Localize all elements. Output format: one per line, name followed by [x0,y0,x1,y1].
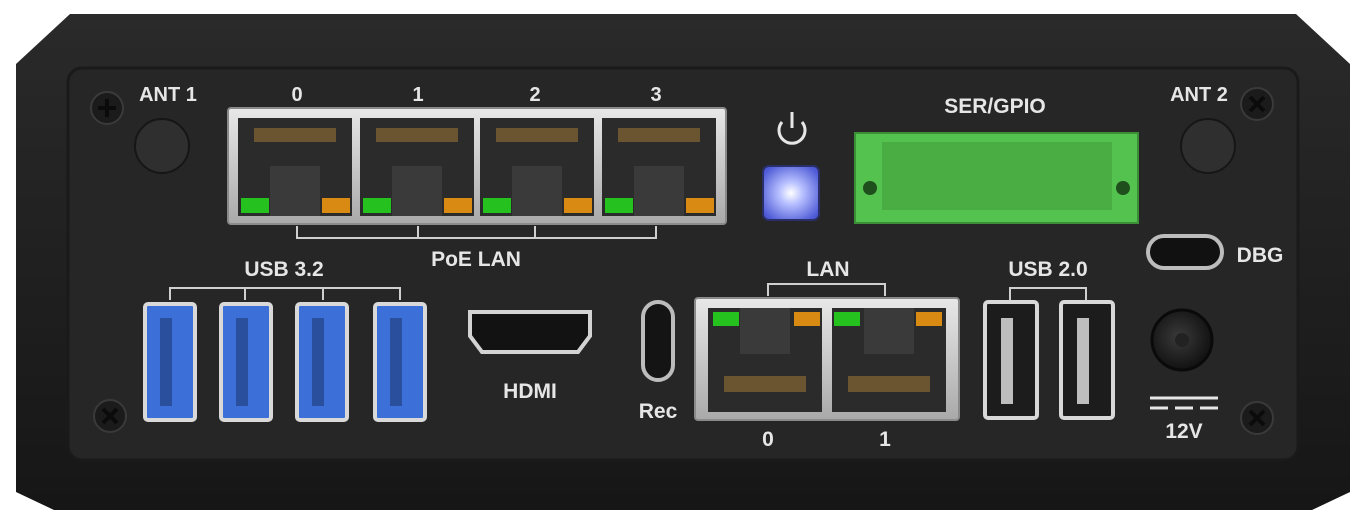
poe-lan-port-3[interactable] [602,118,716,216]
activity-led [564,198,592,213]
ant2-label: ANT 2 [1170,84,1228,106]
usb32-port[interactable] [219,302,273,422]
poe-lan-label: PoE LAN [431,248,521,271]
usb32-port[interactable] [295,302,349,422]
lan-port-1[interactable] [832,308,946,412]
usb20-label: USB 2.0 [1008,258,1087,281]
poe-lan-bracket [296,226,657,239]
activity-led [916,312,942,326]
ser-gpio-terminal-block[interactable] [854,132,1139,224]
ant1-label: ANT 1 [139,84,197,106]
lan-label: LAN [806,258,849,281]
link-led [363,198,391,213]
hdmi-port[interactable] [468,310,592,354]
screw-icon [93,399,127,433]
poe-lan-port-0[interactable] [238,118,352,216]
link-led [713,312,739,326]
poe-port-number: 0 [291,84,302,106]
usb20-port[interactable] [983,300,1039,420]
hdmi-label: HDMI [503,380,557,403]
screw-icon [1240,401,1274,435]
link-led [241,198,269,213]
poe-port-number: 1 [412,84,423,106]
lan-bracket [767,283,886,296]
link-led [483,198,511,213]
poe-lan-block [227,107,727,225]
poe-port-number: 2 [529,84,540,106]
dc-jack-pin [1175,333,1189,347]
link-led [834,312,860,326]
antenna-connector-1[interactable] [134,118,190,174]
lan-port-number: 1 [879,428,891,451]
power-button[interactable] [762,165,820,221]
dbg-usb-c-port[interactable] [1146,234,1224,270]
usb32-label: USB 3.2 [244,258,323,281]
lan-port-number: 0 [762,428,774,451]
poe-port-number: 3 [650,84,661,106]
usb32-port[interactable] [143,302,197,422]
poe-lan-port-2[interactable] [480,118,594,216]
screw-icon [90,91,124,125]
link-led [605,198,633,213]
rec-usb-c-port[interactable] [641,300,675,382]
usb32-port[interactable] [373,302,427,422]
power-icon [777,112,807,145]
usb20-port[interactable] [1059,300,1115,420]
antenna-connector-2[interactable] [1180,118,1236,174]
usb32-bracket [169,287,401,300]
dc-symbol-icon [1150,396,1218,410]
screw-icon [1240,87,1274,121]
activity-led [686,198,714,213]
activity-led [794,312,820,326]
activity-led [322,198,350,213]
ser-gpio-label: SER/GPIO [944,95,1046,118]
activity-led [444,198,472,213]
lan-port-0[interactable] [708,308,822,412]
rec-label: Rec [639,400,678,423]
usb20-bracket [1009,287,1087,300]
poe-lan-port-1[interactable] [360,118,474,216]
dbg-label: DBG [1237,244,1284,267]
12v-label: 12V [1165,420,1202,443]
